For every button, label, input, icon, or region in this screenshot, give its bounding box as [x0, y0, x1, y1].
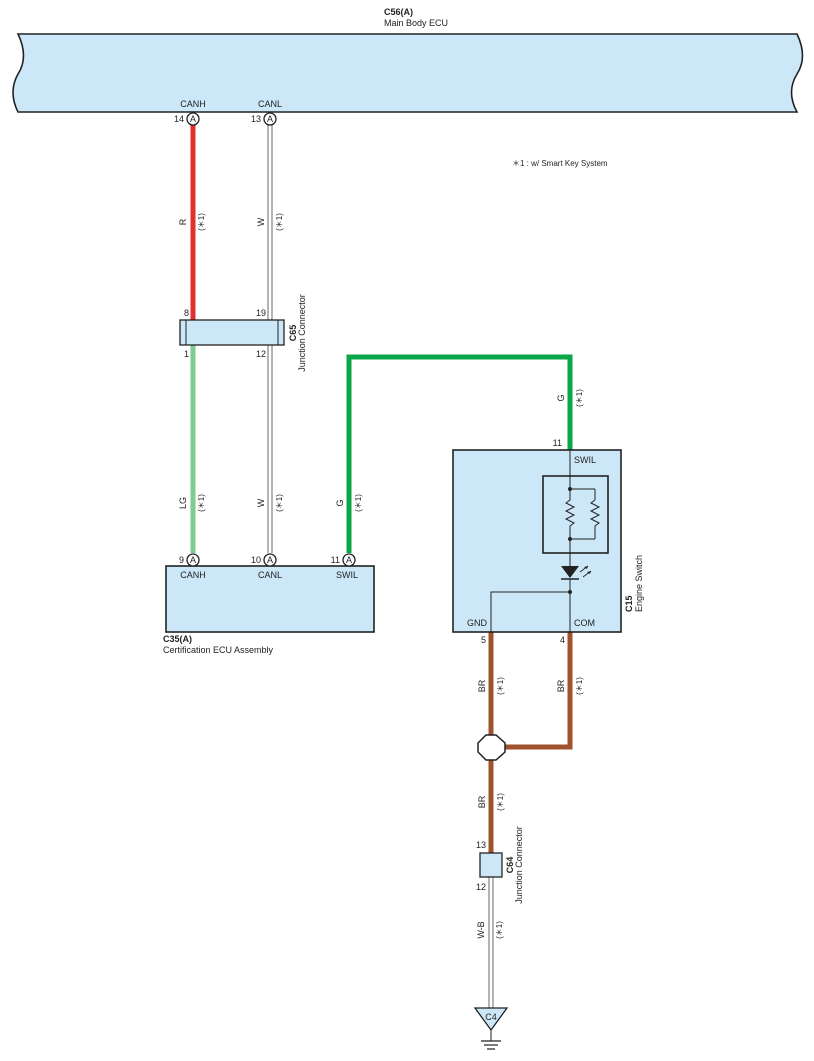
c65-pin-bottom-right: 12 [256, 349, 266, 359]
connector-letter: A [190, 114, 196, 124]
wire-label-canh-lower: LG [178, 497, 188, 509]
led-icon [490, 565, 592, 632]
pin-cert-canh-num: 9 [179, 555, 184, 565]
splice-point [477, 734, 506, 761]
wire-label-canh-upper: R [178, 218, 188, 225]
wire-note-canh-lower: (＊1) [197, 494, 206, 512]
pin-cert-canl: A [263, 553, 277, 567]
engine-switch-label-swil: SWIL [574, 455, 596, 465]
wire-label-ground-wb: W-B [476, 921, 486, 938]
engine-switch-pin-swil: 11 [553, 438, 562, 448]
pin-cert-canl-num: 10 [251, 555, 261, 565]
pin-main-canh-num: 14 [174, 114, 184, 124]
footnote: ＊1 : w/ Smart Key System [512, 159, 608, 168]
wire-com [505, 632, 573, 750]
connector-letter: A [190, 555, 196, 565]
pin-cert-canh: A [186, 553, 200, 567]
main-canh-name: CANH [180, 99, 206, 109]
wire-label-canl-lower: W [256, 498, 266, 507]
pin-cert-swil: A [342, 553, 356, 567]
pin-main-canl: A [263, 112, 277, 126]
wire-label-canl-upper: W [256, 217, 266, 226]
wire-label-ground-trunk: BR [477, 795, 487, 808]
pin-main-canl-num: 13 [251, 114, 261, 124]
c65-pin-bottom-left: 1 [184, 349, 189, 359]
engine-switch-code: C15 [624, 595, 634, 612]
c64-pin-bottom: 12 [476, 882, 486, 892]
engine-switch-name: Engine Switch [634, 555, 644, 612]
main-canl-name: CANL [258, 99, 282, 109]
engine-switch-pin-gnd: 5 [481, 635, 486, 645]
cert-canh-name: CANH [180, 570, 206, 580]
c65-pin-top-left: 8 [184, 308, 189, 318]
wire-canl-upper [267, 125, 273, 320]
junction-connector-c65 [179, 319, 285, 346]
c65-pin-top-right: 19 [256, 308, 266, 318]
certification-ecu-name: Certification ECU Assembly [163, 645, 274, 655]
engine-switch-label-gnd: GND [467, 618, 488, 628]
wire-swil [346, 354, 573, 553]
wire-note-canl-upper: (＊1) [275, 213, 284, 231]
c65-name: Junction Connector [297, 294, 307, 372]
connector-letter: A [346, 555, 352, 565]
main-body-ecu-name: Main Body ECU [384, 18, 448, 28]
cert-canl-name: CANL [258, 570, 282, 580]
engine-switch-internal [542, 450, 609, 566]
wire-note-swil: (＊1) [354, 494, 363, 512]
wire-note-ground-wb: (＊1) [495, 921, 504, 939]
pin-cert-swil-num: 11 [331, 555, 340, 565]
connector-letter: A [267, 555, 273, 565]
wire-label-gnd: BR [477, 679, 487, 692]
wire-canl-lower [267, 345, 273, 553]
cert-swil-name: SWIL [336, 570, 358, 580]
certification-ecu-box [165, 565, 375, 633]
c65-code: C65 [288, 325, 298, 342]
wire-label-com: BR [556, 679, 566, 692]
wire-label-swil-engine: G [556, 394, 566, 401]
wire-note-canh-upper: (＊1) [197, 213, 206, 231]
engine-switch-label-com: COM [574, 618, 595, 628]
wire-note-ground-trunk: (＊1) [496, 793, 505, 811]
wire-note-gnd: (＊1) [496, 677, 505, 695]
ground-label: C4 [485, 1012, 497, 1022]
c64-code: C64 [505, 857, 515, 874]
engine-switch-pin-com: 4 [560, 635, 565, 645]
main-body-ecu-box [12, 33, 804, 113]
connector-letter: A [267, 114, 273, 124]
wire-note-com: (＊1) [575, 677, 584, 695]
c64-pin-top: 13 [476, 840, 486, 850]
c64-name: Junction Connector [514, 826, 524, 904]
certification-ecu-code: C35(A) [163, 634, 192, 644]
ground-icon [473, 1007, 509, 1050]
wire-label-swil: G [335, 499, 345, 506]
wire-note-canl-lower: (＊1) [275, 494, 284, 512]
junction-connector-c64 [479, 852, 503, 878]
main-body-ecu-code: C56(A) [384, 7, 413, 17]
pin-main-canh: A [186, 112, 200, 126]
wire-ground-wb [488, 877, 494, 1008]
wire-note-swil-engine: (＊1) [575, 389, 584, 407]
